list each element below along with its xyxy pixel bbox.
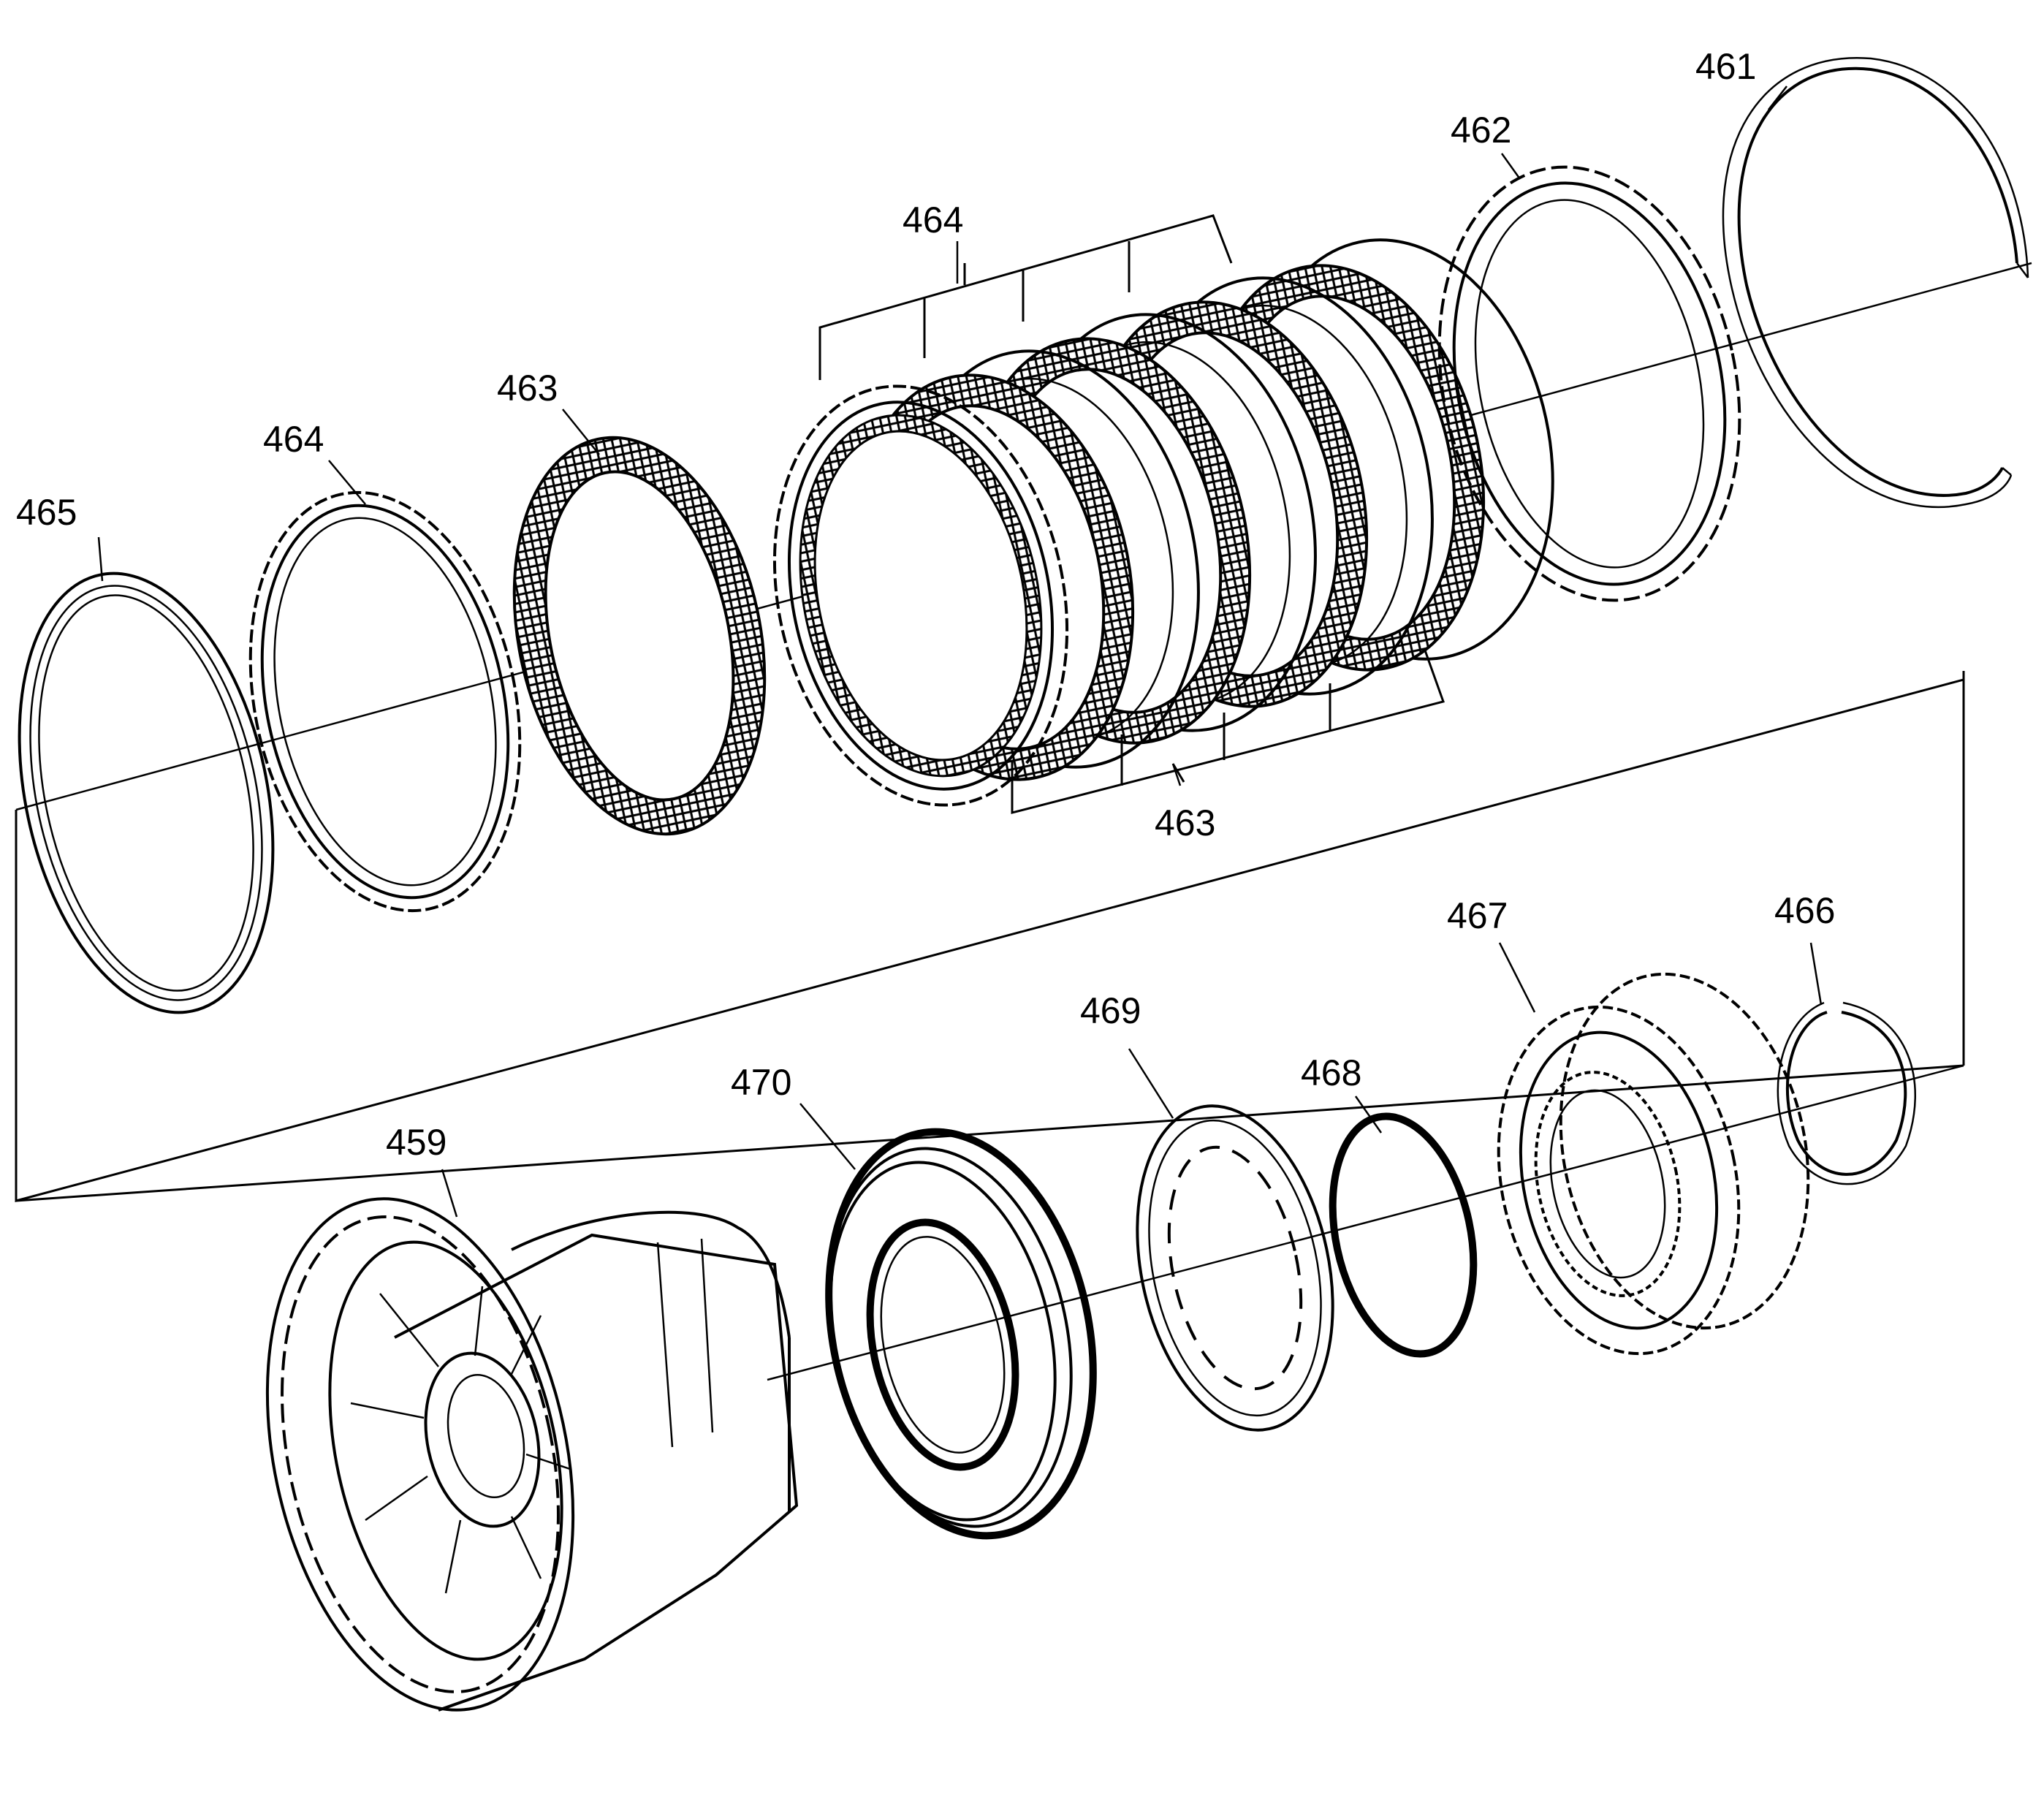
- part-459-clutch-drum: [265, 1197, 799, 1712]
- callout-464-left: 464: [263, 419, 324, 460]
- leader-470: [799, 1103, 856, 1170]
- leader-465: [97, 536, 104, 582]
- bracket-464-top: [818, 214, 1233, 380]
- leader-462: [1500, 153, 1521, 180]
- part-462-pressure-plate: [1437, 165, 1741, 602]
- leader-468: [1354, 1096, 1383, 1134]
- callout-468: 468: [1301, 1052, 1361, 1093]
- clutch-pack-stack: [772, 238, 1554, 807]
- leader-464-left: [328, 460, 366, 505]
- part-463-friction-plate-left: [512, 436, 767, 836]
- callout-467: 467: [1447, 895, 1508, 936]
- leader-469: [1128, 1048, 1174, 1119]
- leader-467: [1498, 942, 1536, 1013]
- part-466-snap-ring: [1777, 1001, 1916, 1185]
- leader-459: [441, 1169, 458, 1218]
- callout-463-bottom: 463: [1155, 802, 1215, 843]
- upper-assembly-frame: [15, 671, 1965, 1202]
- callout-462: 462: [1451, 110, 1511, 151]
- part-468-seal-ring: [1329, 1112, 1478, 1358]
- callout-labels: 461 462 464 463 464 465 463 467 466 469 …: [16, 46, 1835, 1163]
- leader-lines: [97, 86, 1823, 1218]
- part-470-piston: [825, 1128, 1097, 1540]
- drum-spokes: [350, 1286, 571, 1594]
- leader-463-bottom: [1171, 763, 1182, 786]
- axis-line-lower: [767, 1064, 1964, 1381]
- part-467-hub: [1497, 972, 1810, 1356]
- callout-466: 466: [1774, 890, 1835, 931]
- leader-461: [1768, 86, 1787, 110]
- callout-465: 465: [16, 492, 77, 533]
- part-461-snap-ring: [1722, 56, 2029, 509]
- part-469-spring-plate: [1136, 1104, 1334, 1432]
- callout-470: 470: [731, 1062, 791, 1103]
- part-465-ring-plate: [18, 572, 275, 1014]
- callout-463-top: 463: [497, 368, 558, 409]
- leader-463-top: [562, 409, 600, 455]
- part-464-steel-plate-left: [248, 490, 522, 913]
- callout-461: 461: [1695, 46, 1756, 87]
- callout-464-top: 464: [903, 200, 963, 240]
- leader-466: [1809, 942, 1823, 1006]
- callout-459: 459: [386, 1122, 447, 1163]
- callout-469: 469: [1080, 990, 1141, 1031]
